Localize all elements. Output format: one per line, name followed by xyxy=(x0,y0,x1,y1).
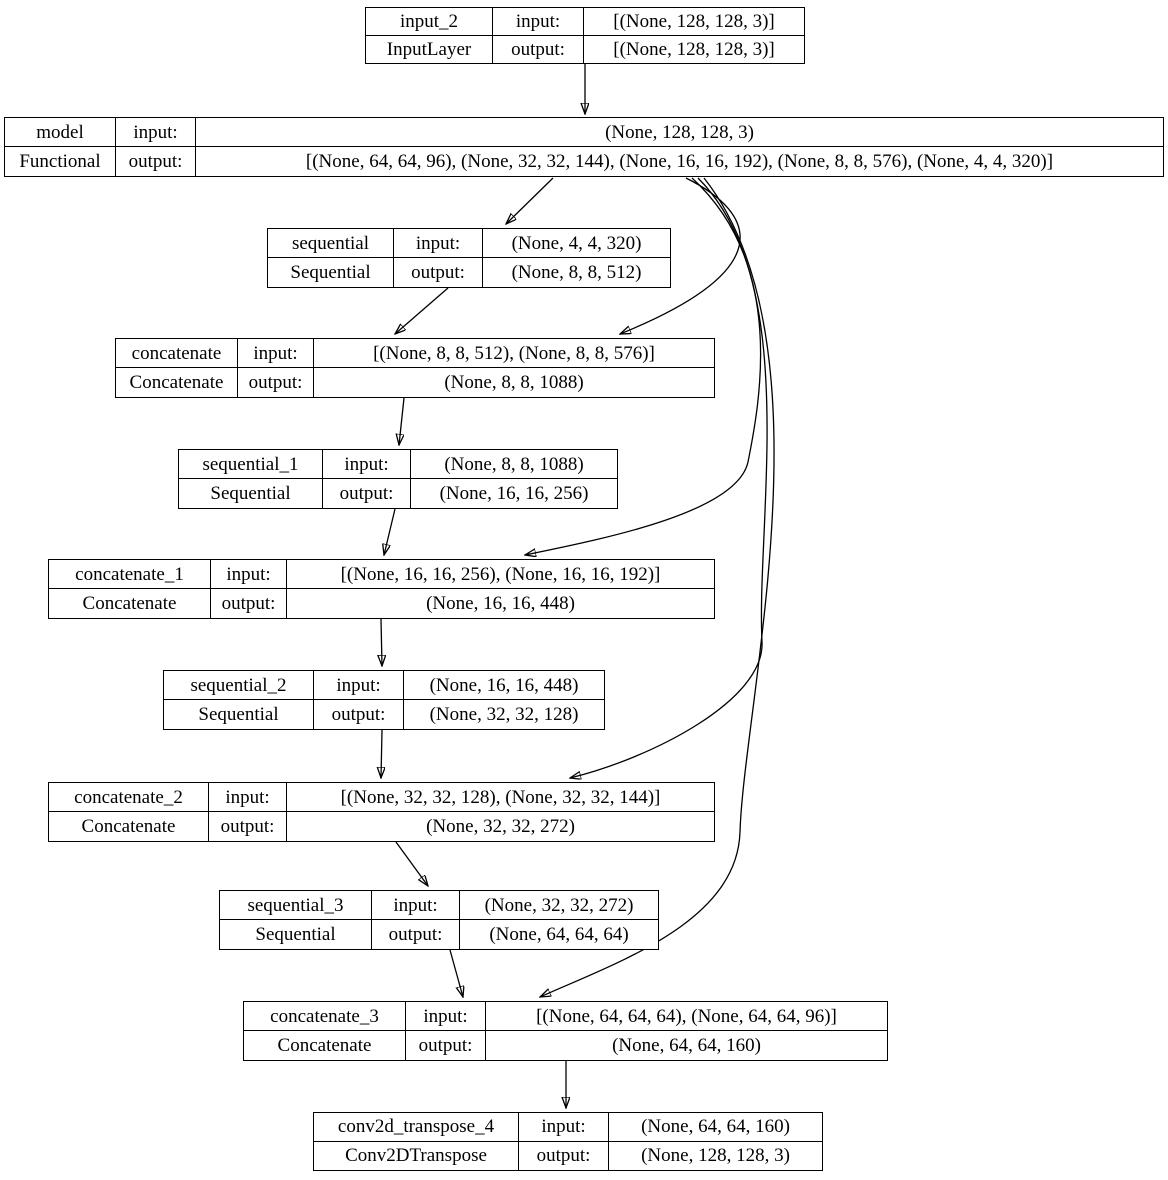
edge-sequential_2-to-concatenate_2 xyxy=(381,729,382,778)
output-shape: (None, 64, 64, 160) xyxy=(612,1035,761,1056)
layer-name: conv2d_transpose_4 xyxy=(314,1113,519,1142)
input-shape: [(None, 32, 32, 128), (None, 32, 32, 144… xyxy=(287,783,714,812)
input-label: input: xyxy=(211,560,287,589)
input-label: input: xyxy=(209,783,287,812)
layer-name: sequential_1 xyxy=(179,450,323,479)
layer-type: Sequential xyxy=(220,920,372,949)
layer-name: input_2 xyxy=(366,8,493,36)
output-shape: (None, 8, 8, 512) xyxy=(511,262,642,283)
layer-name: concatenate_1 xyxy=(49,560,211,589)
output-shape: (None, 16, 16, 256) xyxy=(439,483,589,504)
output-label: output: xyxy=(116,147,196,176)
output-shape: (None, 32, 32, 272) xyxy=(426,816,575,837)
edge-concatenate_1-to-sequential_2 xyxy=(381,618,382,666)
output-label: output: xyxy=(394,258,483,287)
edge-model-to-sequential xyxy=(506,177,554,224)
layer-type: InputLayer xyxy=(366,35,493,63)
layer-type: Conv2DTranspose xyxy=(314,1141,519,1170)
layer-type: Concatenate xyxy=(116,368,238,397)
layer-type: Sequential xyxy=(268,258,394,287)
layer-type: Functional xyxy=(5,147,116,176)
input-shape: [(None, 128, 128, 3)] xyxy=(584,8,804,36)
node-concatenate: concatenate input: [(None, 8, 8, 512), (… xyxy=(115,338,715,398)
input-shape: (None, 32, 32, 272) xyxy=(460,891,658,920)
output-shape: (None, 64, 64, 64) xyxy=(489,924,629,945)
input-label: input: xyxy=(314,671,404,700)
output-label: output: xyxy=(238,368,314,397)
output-shape: [(None, 64, 64, 96), (None, 32, 32, 144)… xyxy=(305,151,1054,172)
output-label: output: xyxy=(519,1141,609,1170)
layer-name: sequential_3 xyxy=(220,891,372,920)
node-concatenate_1: concatenate_1 input: [(None, 16, 16, 256… xyxy=(48,559,715,619)
input-label: input: xyxy=(323,450,411,479)
output-shape: [(None, 128, 128, 3)] xyxy=(613,38,775,60)
input-label: input: xyxy=(493,8,584,36)
layer-type: Concatenate xyxy=(49,812,209,841)
layer-type: Concatenate xyxy=(244,1031,406,1060)
layer-type: Concatenate xyxy=(49,589,211,618)
edge-concatenate_2-to-sequential_3 xyxy=(395,841,428,886)
node-conv2d_transpose_4: conv2d_transpose_4 input: (None, 64, 64,… xyxy=(313,1112,823,1171)
output-shape: (None, 128, 128, 3) xyxy=(641,1145,790,1167)
input-shape: [(None, 64, 64, 64), (None, 64, 64, 96)] xyxy=(486,1002,887,1031)
output-label: output: xyxy=(314,700,404,729)
input-label: input: xyxy=(116,118,196,147)
edge-sequential-to-concatenate xyxy=(395,287,449,334)
output-label: output: xyxy=(406,1031,486,1060)
node-model: model input: (None, 128, 128, 3) Functio… xyxy=(4,117,1164,177)
edge-sequential_3-to-concatenate_3 xyxy=(449,949,463,997)
input-shape: [(None, 8, 8, 512), (None, 8, 8, 576)] xyxy=(314,339,714,368)
layer-type: Sequential xyxy=(179,479,323,508)
node-concatenate_3: concatenate_3 input: [(None, 64, 64, 64)… xyxy=(243,1001,888,1061)
layer-name: concatenate_2 xyxy=(49,783,209,812)
input-label: input: xyxy=(406,1002,486,1031)
layer-name: model xyxy=(5,118,116,147)
input-shape: (None, 64, 64, 160) xyxy=(609,1113,822,1142)
output-shape: (None, 8, 8, 1088) xyxy=(444,372,584,393)
output-label: output: xyxy=(209,812,287,841)
input-label: input: xyxy=(394,229,483,258)
output-shape: (None, 16, 16, 448) xyxy=(426,593,575,614)
input-shape: (None, 128, 128, 3) xyxy=(196,118,1163,147)
edge-concatenate-to-sequential_1 xyxy=(399,397,405,445)
node-input_2: input_2 input: [(None, 128, 128, 3)] Inp… xyxy=(365,7,805,64)
output-label: output: xyxy=(323,479,411,508)
input-label: input: xyxy=(372,891,460,920)
node-sequential_2: sequential_2 input: (None, 16, 16, 448) … xyxy=(163,670,605,730)
output-label: output: xyxy=(211,589,287,618)
node-concatenate_2: concatenate_2 input: [(None, 32, 32, 128… xyxy=(48,782,715,842)
output-label: output: xyxy=(372,920,460,949)
input-shape: (None, 4, 4, 320) xyxy=(483,229,670,258)
input-shape: (None, 16, 16, 448) xyxy=(404,671,604,700)
edge-sequential_1-to-concatenate_1 xyxy=(384,508,396,555)
layer-name: concatenate_3 xyxy=(244,1002,406,1031)
layer-name: concatenate xyxy=(116,339,238,368)
input-shape: (None, 8, 8, 1088) xyxy=(411,450,617,479)
layer-name: sequential xyxy=(268,229,394,258)
output-label: output: xyxy=(493,35,584,63)
layer-type: Sequential xyxy=(164,700,314,729)
input-label: input: xyxy=(238,339,314,368)
input-label: input: xyxy=(519,1113,609,1142)
node-sequential_3: sequential_3 input: (None, 32, 32, 272) … xyxy=(219,890,659,950)
node-sequential_1: sequential_1 input: (None, 8, 8, 1088) S… xyxy=(178,449,618,509)
input-shape: [(None, 16, 16, 256), (None, 16, 16, 192… xyxy=(287,560,714,589)
edge-model-to-concatenate_2-skip xyxy=(570,177,768,778)
layer-name: sequential_2 xyxy=(164,671,314,700)
node-sequential: sequential input: (None, 4, 4, 320) Sequ… xyxy=(267,228,671,288)
output-shape: (None, 32, 32, 128) xyxy=(429,704,579,725)
